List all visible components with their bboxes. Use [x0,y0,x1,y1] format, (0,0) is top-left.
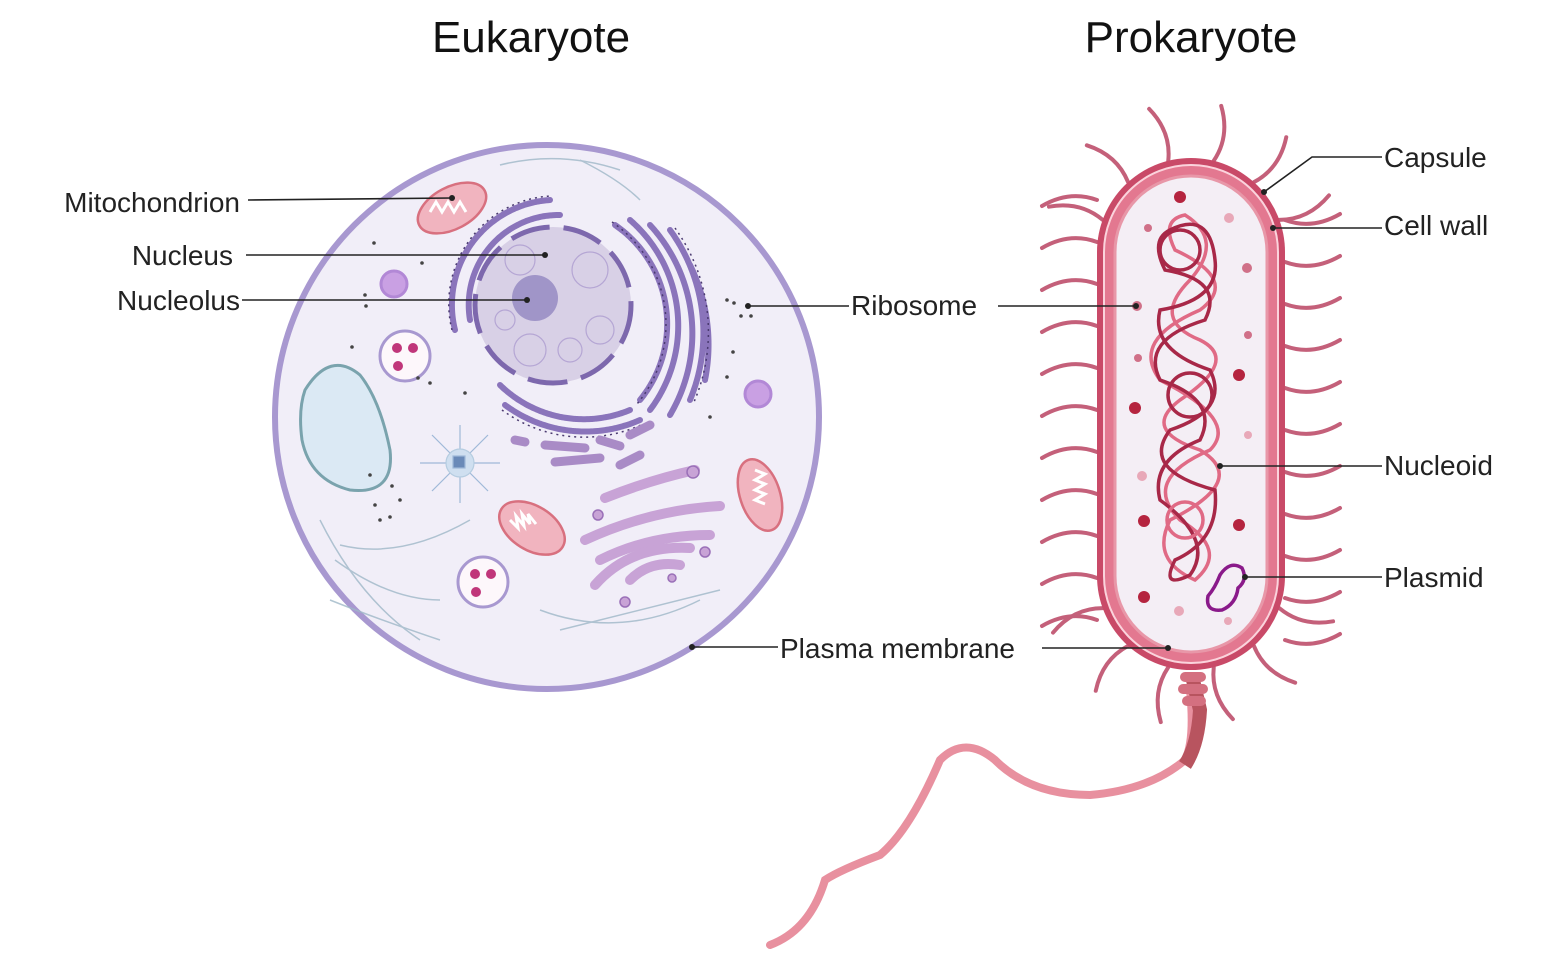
eukaryote-title: Eukaryote [432,13,630,62]
pilus [1283,338,1342,352]
ribosome-label: Ribosome [851,290,977,321]
pilus [1040,194,1099,208]
pilus [1251,135,1289,185]
pilus [1283,464,1342,478]
prokaryote-title: Prokaryote [1085,13,1298,62]
pilus [1283,632,1342,646]
plasmid-label: Plasmid [1384,562,1484,593]
label-cell-wall: Cell wall [1270,210,1488,241]
pilus [1051,606,1105,635]
pilus [1040,320,1099,334]
nucleolus-label: Nucleolus [117,285,240,316]
nucleus-label: Nucleus [132,240,233,271]
pilus [1040,404,1099,418]
pilus [1093,643,1131,693]
pilus [1283,296,1342,310]
pilus [1040,488,1099,502]
chromatin [494,244,615,367]
flagellum [766,686,1196,949]
pilus [1040,362,1099,376]
basal-body [1178,672,1208,706]
smooth-endoplasmic-reticulum [510,420,655,470]
plasma-membrane-label: Plasma membrane [780,633,1015,664]
eukaryotic-cell [272,142,822,692]
pilus [1040,572,1099,586]
centrosome [420,425,500,503]
pilus [1283,548,1342,562]
pilus [1277,193,1331,222]
label-capsule: Capsule [1261,142,1487,195]
cell-wall-label: Cell wall [1384,210,1488,241]
bacterial-plasma-membrane [1113,174,1269,654]
label-ribosome: Ribosome [745,290,1139,321]
pilus [1283,254,1342,268]
capsule-label: Capsule [1384,142,1487,173]
pilus [1040,530,1099,544]
free-ribosomes [350,241,753,522]
peroxisomes [379,269,773,409]
label-plasma-membrane: Plasma membrane [689,633,1171,664]
pilus [1283,422,1342,436]
pilus [1046,203,1105,222]
pilus [1277,606,1336,625]
label-nucleolus: Nucleolus [117,285,530,316]
pilus [1147,106,1171,163]
pilus [1040,278,1099,292]
pilus [1283,506,1342,520]
pilus [1040,236,1099,250]
pilus [1040,446,1099,460]
flagellum-hook [1178,678,1208,769]
prokaryotic-cell [766,103,1342,949]
nucleoid-label: Nucleoid [1384,450,1493,481]
pilus [1211,103,1227,163]
pilus [1084,143,1131,185]
mitochondrion-label: Mitochondrion [64,187,240,218]
pilus [1211,665,1235,722]
vacuole [299,364,392,492]
pilus [1283,590,1342,604]
golgi-apparatus [580,465,725,590]
plasmid [1205,563,1246,612]
nucleoid [1149,213,1221,583]
pilus [1251,643,1298,685]
lysosomes [378,329,510,609]
label-mitochondrion: Mitochondrion [64,187,455,218]
pilus [1155,665,1171,725]
label-nucleoid: Nucleoid [1217,450,1493,481]
bacterial-ribosomes [1129,191,1252,625]
label-plasmid: Plasmid [1242,562,1484,593]
label-nucleus: Nucleus [132,240,548,271]
nucleolus [512,275,558,321]
pilus [1283,380,1342,394]
cytoskeleton-fibers [319,157,721,641]
pilus [1283,212,1342,226]
